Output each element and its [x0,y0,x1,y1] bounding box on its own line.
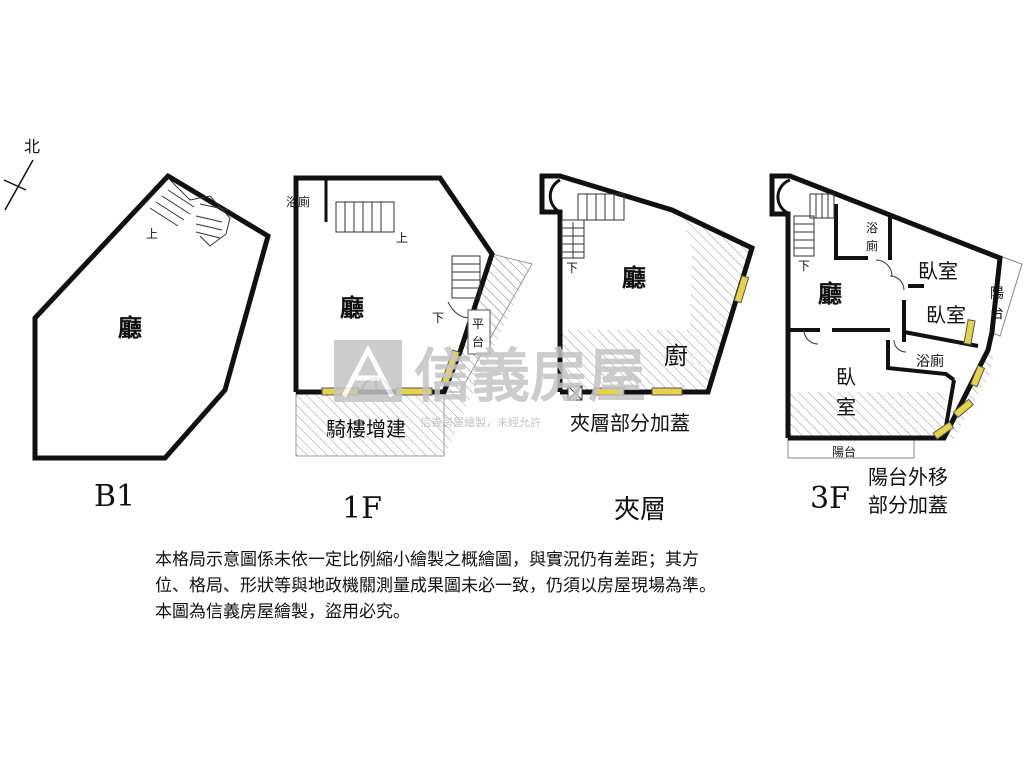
3f-corner-arc [776,178,791,216]
1f-arcade-label: 騎樓增建 [326,417,406,441]
b1-caption: B1 [94,479,135,514]
compass-needle [4,159,34,211]
mezz-addition-label: 夾層部分加蓋 [570,411,690,435]
3f-bed1-label: 臥室 [918,259,958,283]
mezz-outline [539,173,756,395]
watermark-small: 信義房屋繪製，未經允許 [420,415,541,429]
1f-stairs-right [447,255,481,319]
3f-bed2-label: 臥室 [926,303,966,327]
mezz-corner-arc [548,178,561,214]
floor-1f: 浴廁 上 下 廳 平 台 騎樓增建 1F [286,175,533,526]
mezz-vent-box [567,385,583,401]
3f-bed3-label-bottom: 室 [836,395,856,419]
mezz-hall-label: 廳 [622,263,646,292]
disclaimer-line-2: 位、格局、形狀等與地政機關測量成果圖未必一致，仍須以房屋現場為準。 [155,576,716,596]
disclaimer-line-3: 本圖為信義房屋繪製，盜用必究。 [155,602,410,622]
mezz-window-right [733,275,750,304]
mezz-hatch-lower [560,330,690,392]
compass-label: 北 [24,137,40,156]
3f-caption: 3F [810,481,850,516]
compass: 北 [3,137,40,211]
3f-note-line2: 部分加蓋 [868,493,948,517]
1f-platform-label-1: 平 [472,317,484,331]
3f-note-line1: 陽台外移 [868,465,948,489]
watermark-logo-icon [341,344,395,398]
watermark-brand: 信義房屋 [414,342,646,410]
3f-stair-down-label: 下 [798,259,810,273]
1f-bath-label: 浴廁 [286,194,310,209]
mezz-caption: 夾層 [614,495,666,525]
3f-bath2-label: 浴廁 [916,353,944,370]
3f-doors [803,259,907,353]
1f-platform-box [467,309,491,355]
3f-hall-label: 廳 [818,279,842,308]
compass-crossbar [3,179,27,191]
3f-bed3-label-top: 臥 [836,365,856,389]
floor-3f: 浴 廁 臥室 陽 台 下 廳 臥室 浴廁 臥 室 陽台 陽台外移 部分加蓋 3F [769,173,1023,517]
3f-window-4 [932,421,955,440]
1f-hall-label: 廳 [340,293,364,322]
watermark: 信義房屋 信義房屋繪製，未經允許 [334,340,646,429]
1f-platform-label-2: 台 [472,334,484,349]
3f-bath1-label-2: 廁 [866,238,878,253]
3f-interior-walls [790,204,979,439]
mezz-stairs [561,193,625,259]
mezz-window-bottom-2 [651,387,683,396]
3f-window-1 [963,319,976,346]
mezz-stair-down-label: 下 [566,261,578,275]
1f-stairs-top [335,201,395,233]
1f-stair-down-label: 下 [432,311,444,325]
3f-balcony2-label: 陽台 [832,444,856,459]
1f-outline [293,175,495,395]
3f-bath1-label-1: 浴 [866,221,878,235]
3f-outline [769,173,1003,441]
3f-hatch-bottom [790,392,946,438]
3f-balcony1-label-2: 台 [990,306,1004,322]
1f-window-side [440,349,461,385]
1f-stair-up-label: 上 [396,231,408,245]
mezz-window-bottom-1 [593,387,625,396]
disclaimer-line-1: 本格局示意圖係未依一定比例縮小繪製之概繪圖，與實況仍有差距；其方 [155,550,699,570]
1f-platform-hatch [444,254,532,456]
mezz-kitchen-label: 廚 [664,342,688,370]
b1-stairs [149,179,231,247]
3f-window-3 [952,398,974,419]
b1-stair-up-label: 上 [146,227,158,241]
3f-window-2 [969,364,986,388]
1f-caption: 1F [342,491,382,526]
disclaimer: 本格局示意圖係未依一定比例縮小繪製之概繪圖，與實況仍有差距；其方 位、格局、形狀… [155,547,915,625]
b1-hall-label: 廳 [118,313,142,342]
floor-b1: 上 廳 B1 [32,172,271,514]
floor-mezzanine: 下 廳 廚 夾層部分加蓋 夾層 [539,173,756,525]
3f-stairs [793,193,835,257]
3f-balcony1-label-1: 陽 [990,286,1004,302]
b1-outline [32,172,271,461]
mezz-hatch-right [672,210,752,392]
